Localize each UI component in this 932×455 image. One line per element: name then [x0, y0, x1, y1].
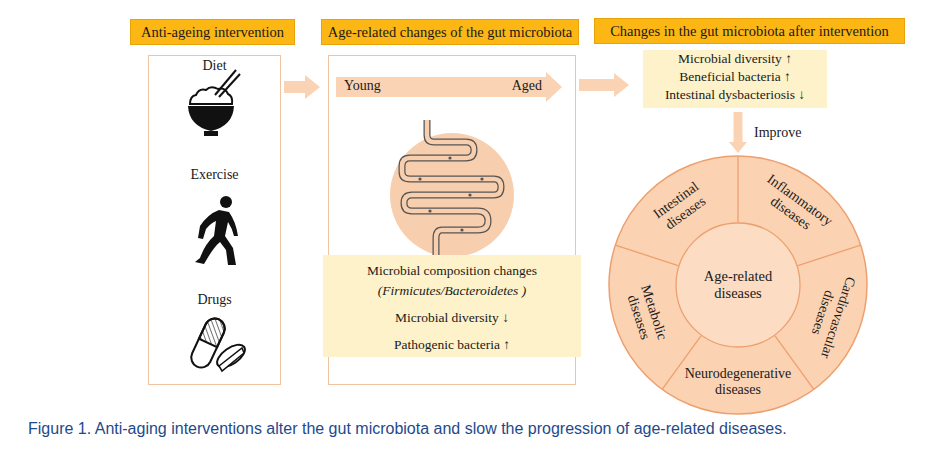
disease-sector: Neurodegenerative diseases	[673, 366, 803, 398]
after-intervention-header: Changes in the gut microbiota after inte…	[594, 18, 905, 44]
node-text: Anti-ageing intervention	[130, 19, 295, 45]
node-text: Drugs	[149, 292, 280, 308]
node-text: Pathogenic bacteria ↑	[323, 337, 581, 353]
node-text: (Firmicutes/Bacteroidetes )	[323, 283, 581, 299]
disc-outline	[609, 156, 867, 414]
block-arrow	[729, 112, 747, 153]
sector-divider	[798, 245, 861, 265]
node-text: Age-related diseases	[685, 222, 791, 348]
aged-change-box: Microbial composition changes (Firmicutes…	[323, 255, 581, 357]
node-text: Young	[344, 78, 381, 94]
node-text: Microbial diversity ↑	[643, 51, 827, 67]
node-text: Exercise	[149, 167, 280, 183]
node-text: Beneficial bacteria ↑	[643, 69, 827, 85]
age-related-diseases-circle: Age-related diseases	[675, 222, 801, 348]
improvement-box: Microbial diversity ↑ Beneficial bacteria…	[643, 50, 827, 108]
node-text: Aged	[512, 78, 542, 94]
exercise-icon	[195, 196, 238, 265]
node-text: Microbial diversity ↓	[323, 310, 581, 326]
rice-bowl-icon	[188, 70, 240, 136]
young-aged-arrow: Young Aged	[336, 72, 562, 102]
node-text: Intestinal dysbacteriosis ↓	[643, 87, 827, 103]
node-text: Age-related changes of the gut microbiot…	[321, 19, 579, 45]
block-arrow	[579, 73, 629, 97]
sector-divider	[615, 245, 678, 265]
node-text: Microbial composition changes	[323, 263, 581, 279]
edge-label: Improve	[752, 125, 803, 141]
sector-divider	[737, 156, 738, 222]
band-arrow	[336, 72, 562, 102]
microbiota-change-panel: Age-related changes of the gut microbiot…	[328, 55, 576, 385]
intestine-illustration	[390, 120, 514, 268]
sector-divider	[775, 336, 814, 389]
inner-circle-outline	[676, 223, 800, 347]
intervention-panel: Anti-ageing interventionDietExerciseDrug…	[148, 55, 281, 385]
block-arrow	[284, 75, 320, 99]
node-text: Changes in the gut microbiota after inte…	[595, 23, 904, 40]
node-text: Neurodegenerative diseases	[673, 366, 803, 398]
figure-caption: Figure 1. Anti-aging interventions alter…	[28, 420, 787, 438]
sector-divider	[662, 336, 701, 389]
drug-pills-icon	[188, 315, 249, 372]
disease-disc: Intestinal diseasesInflammatory diseases…	[608, 155, 868, 415]
node-text: Diet	[149, 58, 280, 74]
